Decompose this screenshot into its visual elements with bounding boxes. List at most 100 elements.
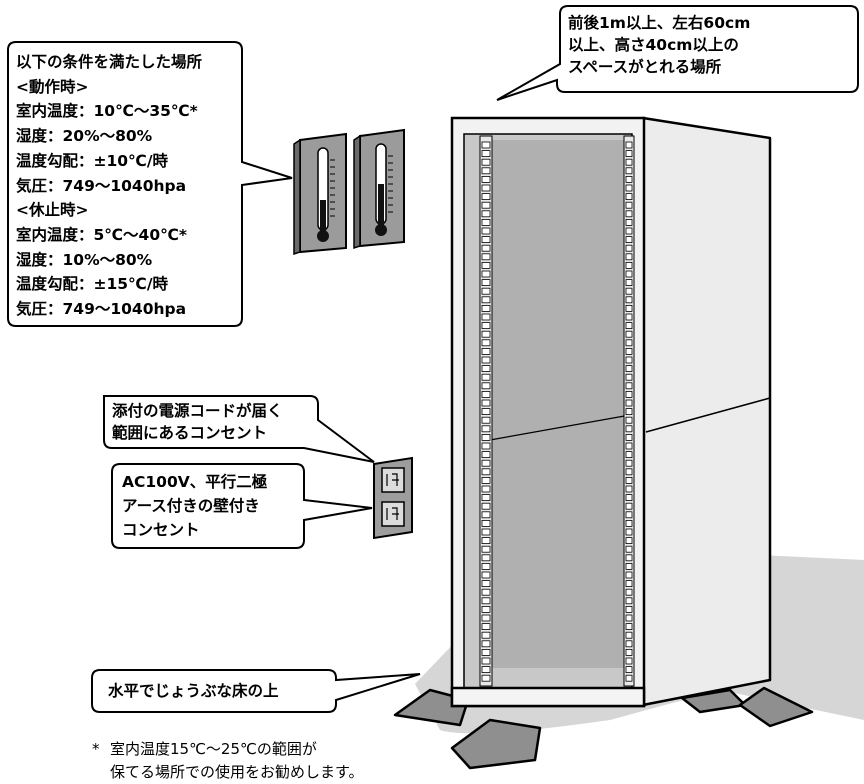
rail-hole (481, 365, 491, 373)
rail-hole (625, 322, 633, 330)
rail-hole (625, 373, 633, 381)
rail-hole (481, 339, 491, 347)
rail-hole (481, 502, 491, 510)
rail-hole (481, 253, 491, 261)
rail-hole (625, 236, 633, 244)
rail-hole (481, 356, 491, 364)
footnote-line: 保てる場所での使用をお勧めします。 (110, 763, 364, 781)
rail-hole (625, 339, 633, 347)
rail-hole (625, 365, 633, 373)
rail-hole (481, 631, 491, 639)
callout-line: 前後1m以上、左右60cm (568, 14, 751, 32)
callout-space-bubble (496, 5, 859, 101)
callout-conditions-bubble (7, 41, 293, 327)
rail-hole (625, 433, 633, 441)
rail-hole (625, 150, 633, 158)
rail-hole (481, 666, 491, 673)
rail-hole (625, 459, 633, 467)
rail-hole (481, 657, 491, 665)
conditions-operating-label: <動作時> (16, 77, 89, 96)
rail-hole (625, 244, 633, 252)
rail-hole (481, 563, 491, 570)
rail-hole (625, 554, 633, 562)
rail-hole (625, 201, 633, 209)
conditions-line: 温度勾配：±10℃/時 (16, 151, 168, 170)
rail-hole (625, 416, 633, 424)
rail-hole (625, 287, 633, 295)
rack-side-panel (641, 116, 772, 707)
rail-hole (625, 631, 633, 639)
footnote-mark: * (92, 740, 100, 758)
footnote-line: 室内温度15℃～25℃の範囲が (110, 740, 317, 758)
rail-hole (481, 571, 491, 579)
callout-floor-text: 水平でじょうぶな床の上 (108, 680, 279, 702)
callout-line: コンセント (122, 521, 200, 539)
rack-foot-front (450, 718, 542, 770)
rail-hole (625, 476, 633, 484)
rail-hole (481, 649, 491, 656)
rail-hole (481, 433, 491, 441)
rail-hole (481, 580, 491, 587)
rail-hole (481, 520, 491, 527)
rail-hole (625, 614, 633, 622)
rack-foot-back (738, 686, 814, 728)
rail-hole (481, 244, 491, 252)
rail-hole (625, 141, 633, 149)
callout-line: アース付きの壁付き (122, 497, 260, 515)
rail-hole (625, 313, 633, 321)
rail-hole (481, 468, 491, 476)
wall-outlet-icon (373, 456, 413, 540)
rail-hole (625, 485, 633, 493)
rail-hole (625, 356, 633, 364)
rail-hole (481, 227, 491, 235)
rail-hole (625, 218, 633, 226)
callout-line: 添付の電源コードが届く (112, 402, 283, 420)
rail-hole (481, 606, 491, 613)
rail-hole (625, 184, 633, 192)
callout-line: 範囲にあるコンセント (112, 424, 268, 442)
rail-hole (625, 502, 633, 510)
rail-hole (481, 588, 491, 596)
rail-hole (481, 511, 491, 519)
conditions-heading: 以下の条件を満たした場所 (16, 53, 203, 71)
rail-hole (625, 649, 633, 656)
rail-hole (481, 597, 491, 605)
rail-hole (481, 614, 491, 622)
callout-conditions-text: 以下の条件を満たした場所 <動作時> 室内温度：10℃～35℃* 湿度：20%～… (16, 50, 202, 322)
rail-hole (481, 485, 491, 493)
rail-holes (481, 141, 633, 682)
rail-hole (625, 261, 633, 269)
rail-hole (481, 193, 491, 201)
rail-hole (481, 279, 491, 287)
rail-hole (625, 606, 633, 613)
conditions-line: 室内温度：10℃～35℃* (16, 102, 198, 121)
rail-hole (481, 175, 491, 183)
rail-hole (481, 330, 491, 338)
rail-hole (625, 580, 633, 587)
rail-hole (625, 494, 633, 502)
rail-hole (481, 399, 491, 407)
rail-hole (481, 296, 491, 304)
rail-hole (481, 270, 491, 278)
rail-hole (481, 442, 491, 450)
rail-hole (625, 571, 633, 579)
rail-hole (625, 210, 633, 218)
rail-hole (481, 304, 491, 312)
rail-hole (481, 218, 491, 226)
rail-hole (481, 236, 491, 244)
callout-line: 以上、高さ40cm以上の (568, 36, 739, 54)
rail-hole (481, 322, 491, 330)
rail-hole (481, 459, 491, 467)
rail-hole (625, 270, 633, 278)
thermometer-icon (293, 132, 347, 256)
rail-hole (481, 201, 491, 209)
rail-hole (625, 330, 633, 338)
rail-hole (481, 494, 491, 502)
rail-hole (625, 597, 633, 605)
callout-outlet-text: AC100V、平行二極 アース付きの壁付き コンセント (122, 470, 267, 542)
rail-hole (625, 175, 633, 183)
rail-hole (625, 468, 633, 476)
rail-hole (481, 674, 491, 682)
conditions-idle-label: <休止時> (16, 201, 89, 220)
rail-hole (625, 167, 633, 175)
